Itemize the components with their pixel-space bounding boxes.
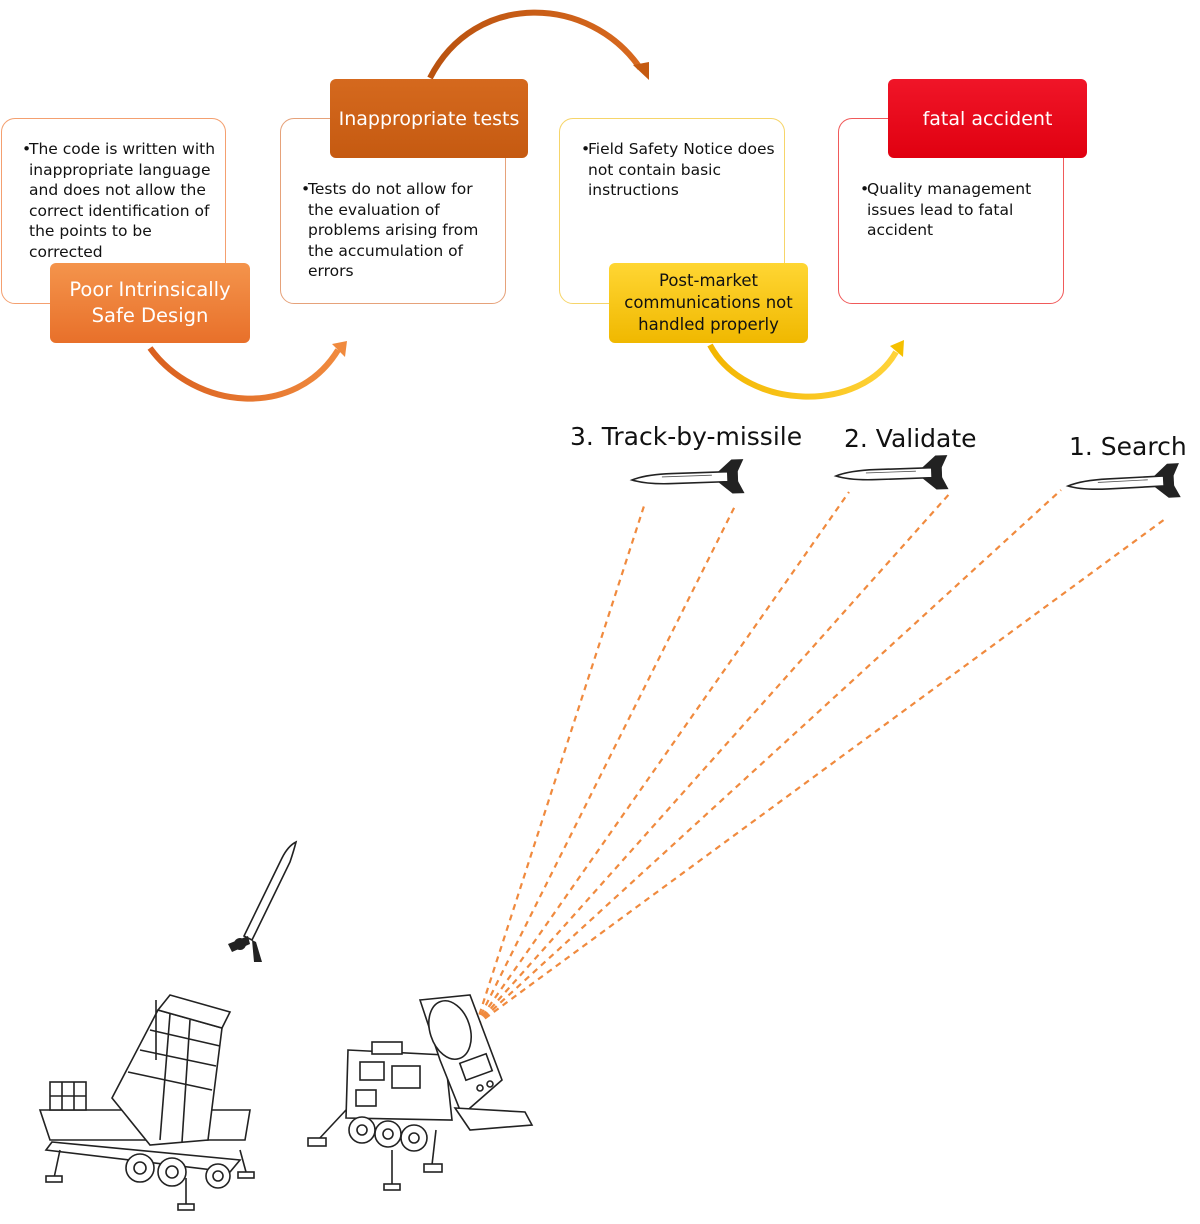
step-label-tests: Inappropriate tests [330,79,528,158]
step-card-body: •Tests do not allow for the evaluation o… [301,180,479,280]
step-card-body: •Quality management issues lead to fatal… [860,180,1032,239]
curved-arrow-icon [427,9,649,80]
radar-truck-icon [307,994,534,1191]
radar-beams [474,489,1166,1026]
curved-arrow-icon [147,341,347,402]
missile-icon [630,458,746,498]
missile-icon [228,840,298,962]
stage-track-label: 3. Track-by-missile [570,422,803,451]
step-label-accident: fatal accident [888,79,1087,158]
curved-arrow-icon [707,340,904,400]
missile-icon [834,454,950,494]
step-card-body: •The code is written with inappropriate … [22,140,216,261]
missile-icon [1066,462,1182,504]
missile-launcher-icon [38,994,255,1211]
step-label-design: Poor Intrinsically Safe Design [50,263,250,343]
stage-validate-label: 2. Validate [844,424,977,453]
stage-search-label: 1. Search [1069,432,1187,461]
step-card-body: •Field Safety Notice does not contain ba… [581,140,775,199]
step-label-communications: Post-market communications not handled p… [609,263,808,343]
